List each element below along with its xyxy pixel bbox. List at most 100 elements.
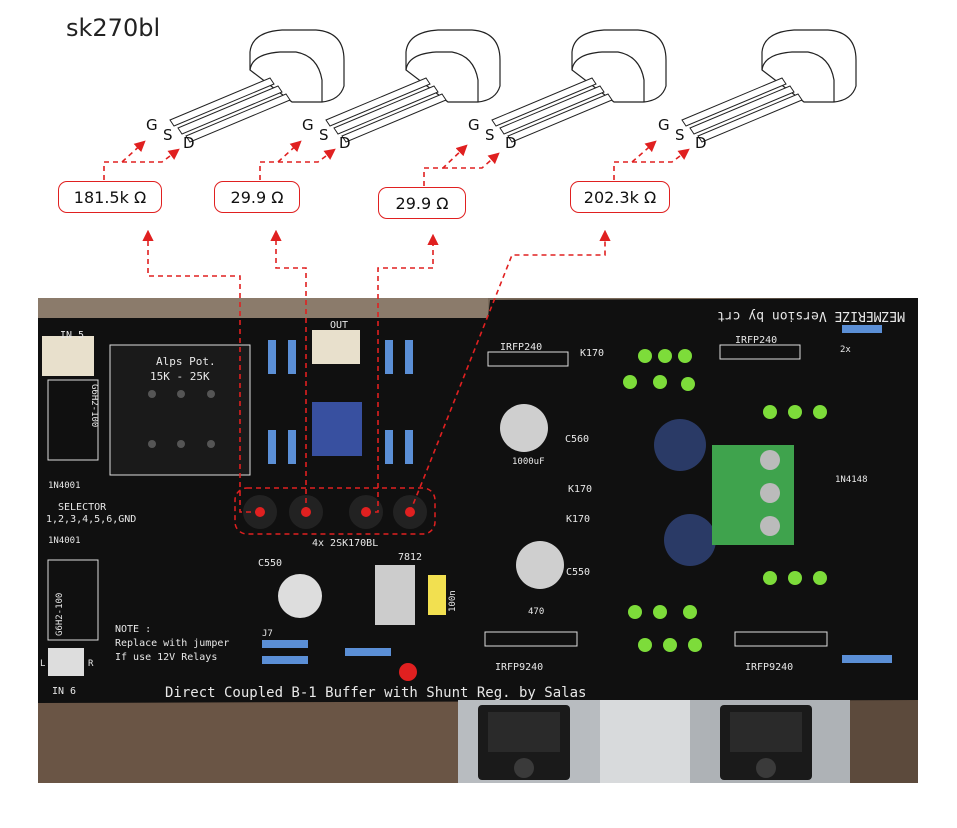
relay2-outline	[47, 559, 99, 641]
box1-to-gate	[103, 140, 146, 180]
in5-connector	[42, 336, 94, 376]
transistor-lead	[697, 93, 803, 143]
pcb-board	[38, 298, 918, 703]
svg-text:C550: C550	[258, 558, 282, 569]
svg-text:NOTE :: NOTE :	[115, 624, 151, 635]
svg-text:15K - 25K: 15K - 25K	[150, 370, 210, 383]
alps-pot-outline	[109, 344, 251, 476]
transistor-lead	[499, 85, 605, 135]
pin-label-s: S	[163, 126, 173, 144]
cap-100n	[428, 575, 446, 615]
connector-3	[366, 233, 439, 513]
transistor-lead	[491, 77, 597, 127]
svg-text:7812: 7812	[398, 552, 422, 563]
svg-text:1000uF: 1000uF	[512, 457, 545, 467]
transistor-face	[405, 51, 479, 102]
svg-text:1,2,3,4,5,6,GND: 1,2,3,4,5,6,GND	[46, 514, 136, 525]
cap-electrolytic-1	[500, 404, 548, 452]
svg-text:Alps Pot.: Alps Pot.	[156, 355, 216, 368]
svg-text:SELECTOR: SELECTOR	[58, 502, 107, 513]
svg-text:J7: J7	[262, 629, 273, 639]
pin-label-s: S	[319, 126, 329, 144]
svg-text:1N4001: 1N4001	[48, 536, 81, 546]
svg-text:IN 6: IN 6	[52, 686, 76, 697]
box2-to-gate	[259, 140, 302, 180]
irfp240-left-outline	[487, 351, 569, 367]
ohm-icon: Ω	[133, 187, 147, 207]
pin-label-s: S	[485, 126, 495, 144]
measurement-value-1: 181.5k	[73, 187, 129, 207]
transistor-lead	[333, 85, 439, 135]
pin-label-d: D	[695, 134, 707, 152]
relay-blue	[312, 402, 362, 456]
cap-electrolytic-2	[516, 541, 564, 589]
measurement-value-4: 202.3k	[583, 187, 639, 207]
transistor-body	[405, 29, 501, 103]
transistor-lead	[341, 93, 447, 143]
irfp240-right-outline	[719, 344, 801, 360]
connector-1	[142, 229, 260, 513]
transistor-lead	[507, 93, 613, 143]
resistor-bank-upper	[268, 340, 413, 464]
svg-text:1N4001: 1N4001	[48, 481, 81, 491]
connector-2	[270, 229, 307, 512]
in6-connector	[48, 648, 84, 676]
svg-text:G6H2-100: G6H2-100	[89, 384, 99, 427]
svg-text:K170: K170	[566, 514, 590, 525]
pin-label-g: G	[658, 116, 670, 134]
cap-c550	[278, 574, 322, 618]
transistor-face	[571, 51, 645, 102]
irfp9240-right-outline	[734, 631, 828, 647]
box4-to-gate	[613, 140, 657, 180]
diagram-title: sk270bl	[66, 14, 161, 42]
ohm-icon: Ω	[271, 187, 284, 207]
svg-text:L: L	[40, 659, 45, 669]
svg-text:If use 12V Relays: If use 12V Relays	[115, 652, 217, 663]
transistor-lead	[177, 85, 283, 135]
pin-label-d: D	[505, 134, 517, 152]
svg-text:K170: K170	[580, 348, 604, 359]
regulator-7812	[375, 565, 415, 625]
pin-label-d: D	[339, 134, 351, 152]
relay1-outline	[47, 379, 99, 461]
svg-text:IRFP9240: IRFP9240	[745, 662, 793, 673]
transistor-lead	[689, 85, 795, 135]
svg-text:R: R	[88, 659, 94, 669]
box4-to-source	[632, 148, 690, 163]
box3-to-source	[443, 152, 500, 169]
svg-text:C560: C560	[565, 434, 589, 445]
mosfet-package-right	[720, 705, 812, 780]
measurement-box-4: 202.3k Ω	[570, 181, 670, 213]
measurement-value-3: 29.9	[395, 193, 432, 213]
pin-label-g: G	[146, 116, 158, 134]
pcb-photo: IN 5 Alps Pot. 15K - 25K G6H2-100 1N4001…	[38, 298, 918, 783]
svg-text:IRFP9240: IRFP9240	[495, 662, 543, 673]
pin-label-g: G	[302, 116, 314, 134]
transistor-lead	[681, 77, 787, 127]
svg-text:MEZMERIZE Version by crt: MEZMERIZE Version by crt	[717, 308, 905, 323]
svg-text:100n: 100n	[448, 590, 458, 612]
transistor-body	[249, 29, 345, 103]
box1-to-source	[122, 148, 180, 163]
pin-label-d: D	[183, 134, 195, 152]
svg-text:Direct Coupled B-1 Buffer with: Direct Coupled B-1 Buffer with Shunt Reg…	[165, 685, 586, 701]
box2-to-source	[278, 148, 336, 163]
svg-text:Replace with jumper: Replace with jumper	[115, 638, 229, 649]
svg-text:4x 2SK170BL: 4x 2SK170BL	[312, 538, 378, 549]
svg-text:K170: K170	[568, 484, 592, 495]
transistor-face	[249, 51, 323, 102]
svg-text:470: 470	[528, 607, 544, 617]
out-connector	[312, 330, 360, 364]
measurement-box-1: 181.5k Ω	[58, 181, 162, 213]
irfp9240-left-outline	[484, 631, 578, 647]
transistor-body	[571, 29, 667, 103]
svg-text:IN 5: IN 5	[60, 330, 84, 341]
led-group-green	[623, 349, 827, 652]
transistor-lead	[185, 93, 291, 143]
mosfet-package-left	[478, 705, 570, 780]
cap-electrolytic-3	[654, 419, 706, 471]
box3-to-gate	[423, 144, 468, 186]
